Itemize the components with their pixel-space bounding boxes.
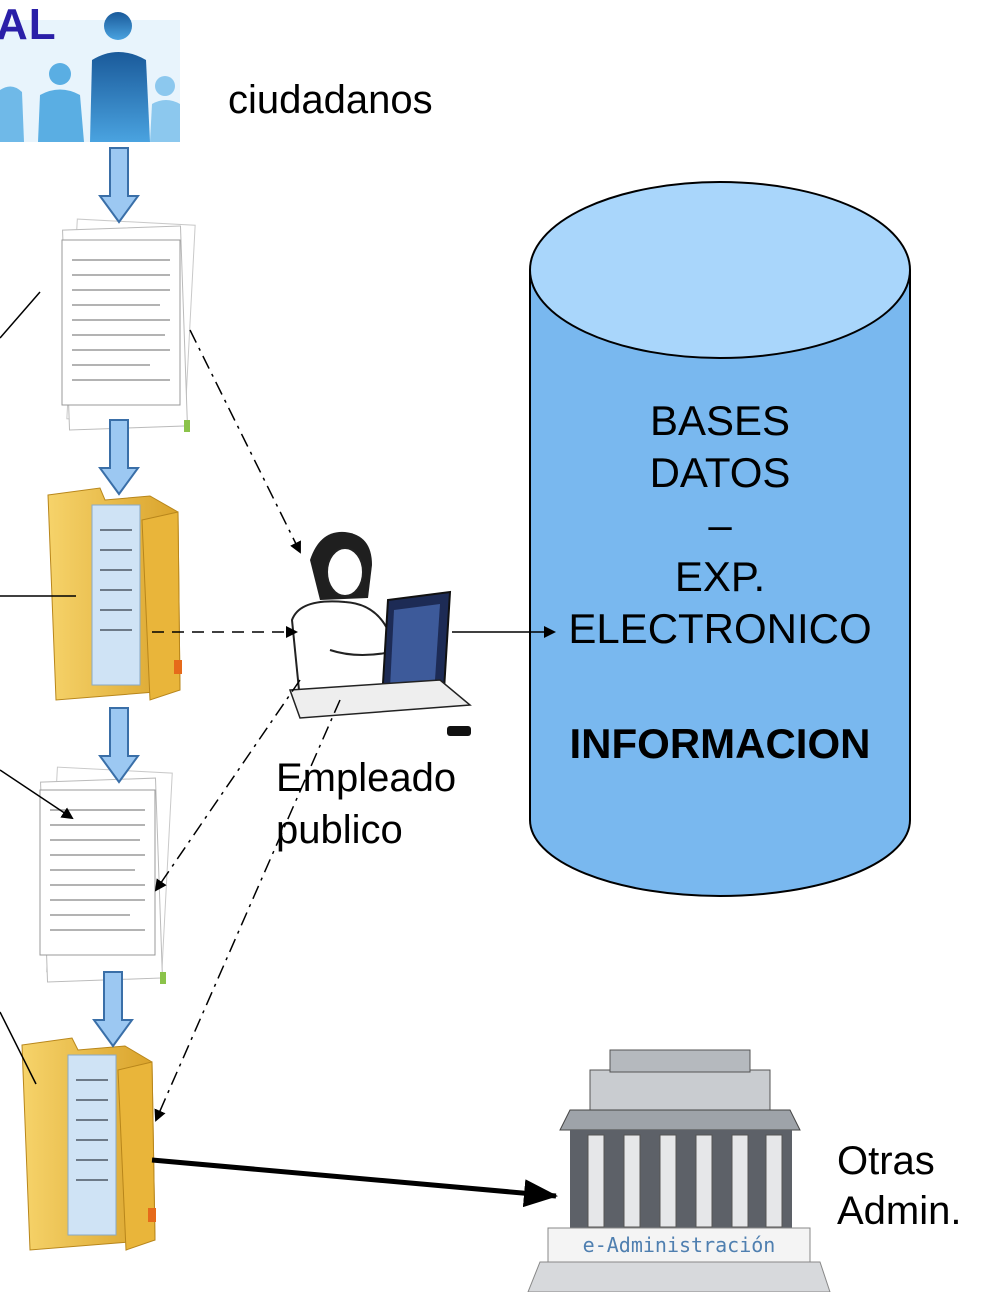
- database-info-label: INFORMACION: [569, 720, 871, 767]
- database-cylinder: [529, 181, 911, 897]
- dashdot-arrow: [154, 699, 341, 1122]
- database-label: BASES DATOS – EXP. ELECTRONICO: [530, 395, 910, 655]
- connector-line: [0, 769, 74, 820]
- dashdot-arrow: [189, 329, 301, 554]
- database-line4: EXP.: [674, 553, 766, 600]
- connector-line: [0, 291, 41, 339]
- government-building-icon: e-Administración: [527, 1049, 831, 1292]
- citizens-icon: [0, 12, 180, 142]
- folder-icon: [21, 1037, 156, 1251]
- other-admin-label: Otras Admin.: [837, 1136, 962, 1236]
- employee-icon: [288, 531, 472, 736]
- thick-arrow: [151, 1157, 558, 1208]
- employee-label-line1: Empleado: [276, 756, 457, 800]
- citizens-label: ciudadanos: [228, 78, 433, 122]
- database-line5: ELECTRONICO: [568, 605, 872, 652]
- database-line3: –: [708, 501, 732, 548]
- other-admin-label-line1: Otras: [837, 1139, 935, 1183]
- folder-icon: [47, 487, 182, 701]
- employee-label-line2: publico: [276, 808, 403, 852]
- document-stack-icon: [61, 218, 196, 432]
- title-fragment: AL: [0, 0, 57, 49]
- flow-arrow: [92, 971, 134, 1048]
- employee-label: Empleado publico: [276, 752, 456, 856]
- building-sign-text: e-Administración: [583, 1233, 776, 1257]
- database-line2: DATOS: [649, 449, 791, 496]
- other-admin-label-line2: Admin.: [837, 1189, 962, 1233]
- database-line1: BASES: [649, 397, 791, 444]
- flow-arrow: [98, 147, 140, 224]
- flow-arrow: [98, 419, 140, 496]
- flow-arrow: [98, 707, 140, 784]
- document-stack-icon: [39, 766, 173, 984]
- dashdot-arrow: [154, 679, 301, 892]
- connector-line: [0, 1011, 37, 1085]
